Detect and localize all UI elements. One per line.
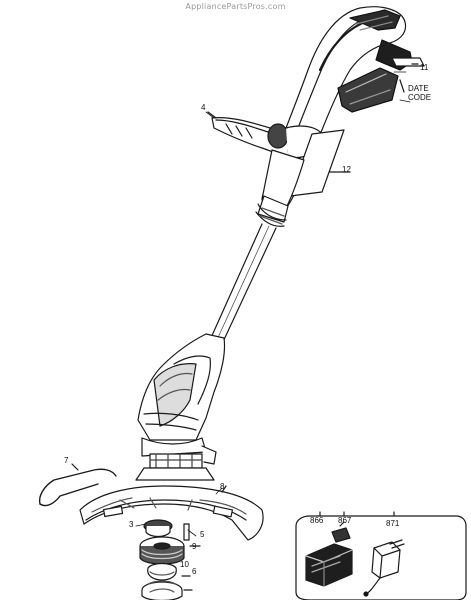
callout-867: 867 <box>338 516 352 525</box>
upper-shaft-body <box>255 149 305 227</box>
date-code-line2: CODE <box>408 93 432 102</box>
motor-housing <box>135 333 226 481</box>
spool-assembly <box>139 519 201 600</box>
callout-4: 4 <box>201 103 206 112</box>
leader-lines <box>135 71 411 537</box>
callout-866: 866 <box>310 516 324 525</box>
date-code-label: DATE CODE <box>408 84 431 102</box>
guard <box>79 485 264 541</box>
label-plate-11 <box>391 57 425 93</box>
callout-8: 8 <box>220 482 225 491</box>
callout-3: 3 <box>129 520 134 529</box>
auxiliary-handle <box>207 111 323 160</box>
callout-11: 11 <box>420 63 429 72</box>
battery-pack <box>337 39 413 113</box>
callout-12: 12 <box>342 165 351 174</box>
terminal-867 <box>331 521 351 543</box>
shaft-tube <box>209 223 277 345</box>
callout-10: 10 <box>180 560 189 569</box>
battery-866 <box>305 543 353 587</box>
callout-6: 6 <box>192 567 197 576</box>
edge-guide-wire <box>38 463 117 507</box>
callout-9: 9 <box>192 542 197 551</box>
charger-871 <box>363 539 405 597</box>
callout-7: 7 <box>64 456 69 465</box>
callout-871: 871 <box>386 519 400 528</box>
callout-5: 5 <box>200 530 205 539</box>
date-code-line1: DATE <box>408 84 429 93</box>
watermark-text: AppliancePartsPros.com <box>185 2 286 11</box>
